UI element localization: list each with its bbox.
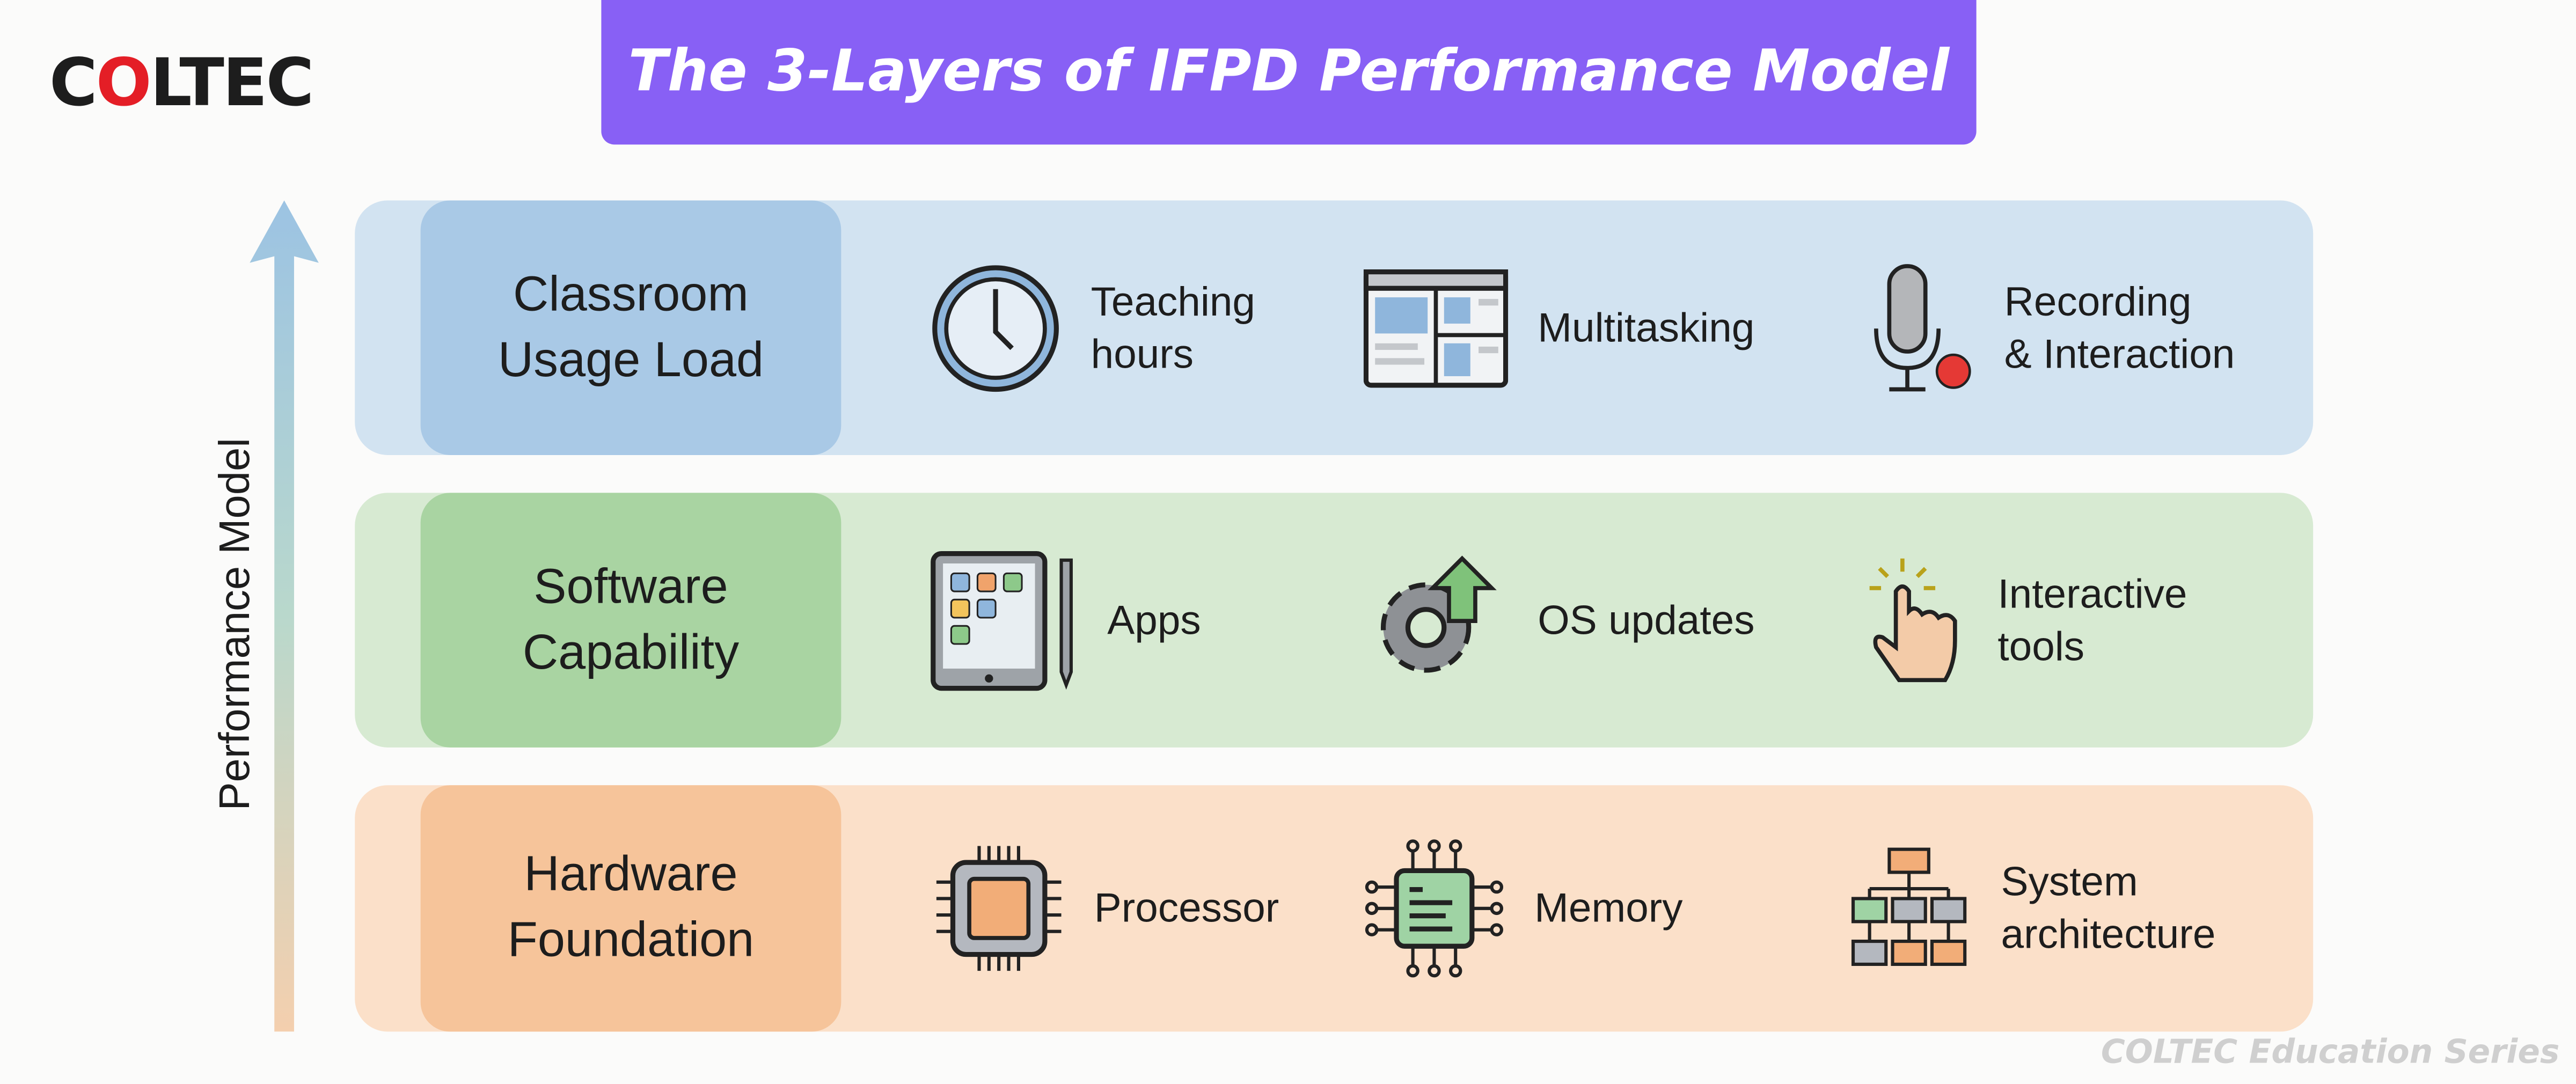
item-recording: Recording & Interaction — [1867, 200, 2235, 455]
logo-text: C — [49, 46, 98, 122]
layer-classroom-usage: Classroom Usage Load Teaching hours Mult… — [355, 200, 2314, 455]
coltec-logo: COLTEC — [49, 46, 314, 122]
item-teaching-hours: Teaching hours — [930, 200, 1255, 455]
axis-label: Performance Model — [209, 437, 259, 811]
item-interactive-tools: Interactive tools — [1860, 493, 2187, 747]
tablet-apps-icon — [931, 550, 1073, 690]
item-label: Interactive tools — [1997, 570, 2187, 670]
logo-text: LTEC — [150, 46, 314, 122]
layer-software-capability: Software Capability Apps OS updates Inte… — [355, 493, 2314, 748]
window-icon — [1363, 268, 1509, 387]
logo-accent: O — [96, 46, 152, 122]
layer-label: Hardware Foundation — [420, 785, 841, 1032]
clock-icon — [932, 264, 1059, 391]
layer-label: Classroom Usage Load — [420, 200, 841, 455]
item-label: Memory — [1534, 885, 1683, 932]
item-label: OS updates — [1538, 597, 1755, 643]
footer-caption: COLTEC Education Series — [2101, 1031, 2560, 1071]
item-os-updates: OS updates — [1364, 493, 1755, 747]
item-label: Recording & Interaction — [2004, 278, 2235, 377]
gear-update-icon — [1380, 554, 1497, 672]
processor-icon — [936, 846, 1062, 971]
item-multitasking: Multitasking — [1363, 200, 1755, 455]
layer-hardware-foundation: Hardware Foundation Processor Memory Sys… — [355, 785, 2314, 1032]
memory-chip-icon — [1365, 839, 1503, 978]
up-arrow-icon — [250, 200, 319, 1032]
architecture-icon — [1851, 847, 1967, 966]
page-title: The 3-Layers of IFPD Performance Model — [601, 0, 1977, 145]
item-apps: Apps — [930, 493, 1201, 747]
item-label: Processor — [1094, 885, 1279, 932]
item-label: Teaching hours — [1091, 278, 1255, 377]
item-memory: Memory — [1364, 785, 1683, 1031]
item-label: System architecture — [2001, 859, 2216, 958]
layer-label: Software Capability — [420, 493, 841, 748]
microphone-icon — [1874, 263, 1971, 391]
item-system-architecture: System architecture — [1847, 785, 2216, 1031]
touch-hand-icon — [1869, 558, 1957, 682]
item-label: Apps — [1107, 597, 1201, 643]
item-label: Multitasking — [1538, 304, 1755, 351]
item-processor: Processor — [933, 785, 1279, 1031]
